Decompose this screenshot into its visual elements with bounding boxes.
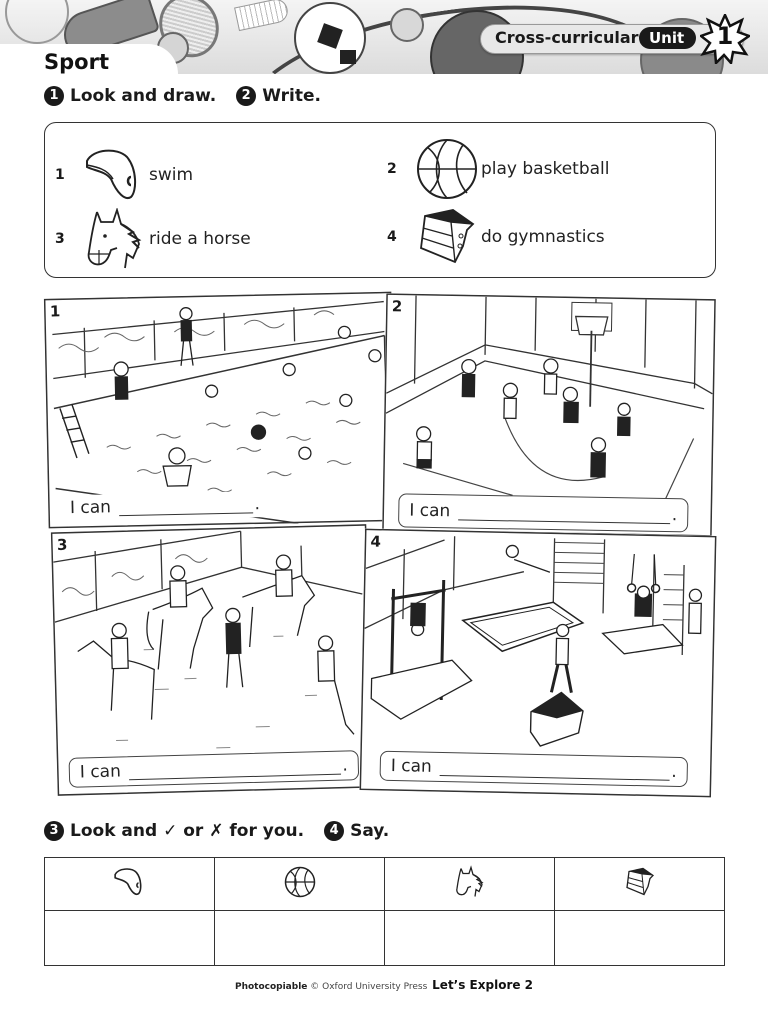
net-ball-illustration [5,0,69,44]
photocopiable-label: Photocopiable [234,982,308,992]
answer-period: . [671,761,677,782]
vocab-number: 3 [55,231,65,247]
picture-panel-4: 4 I can . [359,528,717,798]
soccer-ball-illustration [294,2,366,74]
instruction-write: Write. [262,86,321,106]
answer-period: . [671,505,678,526]
panel-number: 2 [391,297,403,316]
answer-prompt: I can [390,755,432,777]
vocab-number: 1 [55,167,65,183]
answer-prompt: I can [409,500,451,522]
horse-head-icon [455,865,484,897]
answer-blank[interactable] [118,495,253,516]
instruction-say: Say. [350,821,390,841]
cross-curricular-label: Cross-curricular [495,28,639,47]
vocabulary-box: 1 swim 2 play basketball 3 ride a horse … [44,122,716,278]
answer-prompt: I can [79,761,122,783]
answer-blank[interactable] [458,502,671,524]
step-number-3: 3 [44,821,64,841]
table-cell-basketball [214,857,385,911]
vaulting-box-icon [415,207,479,267]
answer-period: . [254,494,261,515]
answer-cell-swim[interactable] [44,910,215,966]
picture-panel-3: 3 I can . [50,523,374,797]
instructions-3-4: 3 Look and ✓ or ✗ for you. 4 Say. [44,821,389,841]
shuttlecock-illustration [234,0,290,32]
page-footer: Photocopiable © Oxford University Press … [0,978,768,992]
table-cell-gymnastics [554,857,725,911]
vaulting-box-icon [625,867,654,896]
gymnasium-scene-illustration [359,528,717,798]
answer-field-1[interactable]: I can . [59,490,271,522]
answer-field-2[interactable]: I can . [398,493,689,533]
picture-panel-2: 2 I can . [381,293,717,537]
table-answer-row [44,910,725,966]
step-number-1: 1 [44,86,64,106]
tick-cross-table [44,857,725,966]
book-title: Let’s Explore 2 [432,978,534,992]
vocab-item-ride-a-horse: 3 ride a horse [55,208,251,269]
swim-cap-icon [113,868,141,895]
vocab-label: do gymnastics [481,227,605,247]
basketball-icon [284,866,315,898]
swim-cap-icon [83,145,147,205]
instruction-look-and-draw: Look and draw. [70,86,217,106]
vocab-number: 4 [387,229,397,245]
answer-period: . [342,755,349,776]
panel-number: 4 [370,532,382,551]
vocab-number: 2 [387,161,397,177]
vocab-label: play basketball [481,159,610,179]
vocab-item-do-gymnastics: 4 do gymnastics [387,207,605,267]
step-number-2: 2 [236,86,257,106]
horse-head-icon [83,208,147,269]
answer-cell-gymnastics[interactable] [554,910,725,966]
vocab-label: swim [149,165,194,185]
answer-cell-horse[interactable] [384,910,555,966]
table-header-row [44,857,725,911]
tennis-ball-illustration [390,8,424,42]
instruction-look-and-tick: Look and ✓ or ✗ for you. [70,821,305,841]
vocab-item-swim: 1 swim [55,145,193,205]
step-number-4: 4 [324,821,345,841]
unit-number-badge: 1 [698,11,752,66]
vocab-item-play-basketball: 2 play basketball [387,139,609,199]
unit-label: Unit [639,27,697,49]
answer-field-4[interactable]: I can . [379,750,689,788]
answer-blank[interactable] [439,758,670,781]
panel-number: 3 [56,535,68,555]
riding-arena-scene-illustration [50,524,374,796]
basketball-icon [415,139,479,199]
answer-prompt: I can [69,497,112,519]
panel-number: 1 [49,302,61,321]
copyright-text: © Oxford University Press [310,982,428,992]
answer-cell-basketball[interactable] [214,910,385,966]
table-cell-horse [384,857,555,911]
basketball-court-scene-illustration [382,293,716,537]
cross-curricular-badge: Cross-curricular Unit [480,24,744,54]
table-cell-swim [44,857,215,911]
unit-number: 1 [716,22,734,50]
star-burst-icon [698,11,752,66]
page-title: Sport [44,50,109,74]
picture-panel-1: 1 I can . [43,291,397,529]
vocab-label: ride a horse [149,229,251,249]
instructions-1-2: 1 Look and draw. 2 Write. [44,86,321,106]
title-tab [0,44,178,76]
answer-blank[interactable] [128,757,341,780]
swimming-pool-scene-illustration [43,291,397,529]
